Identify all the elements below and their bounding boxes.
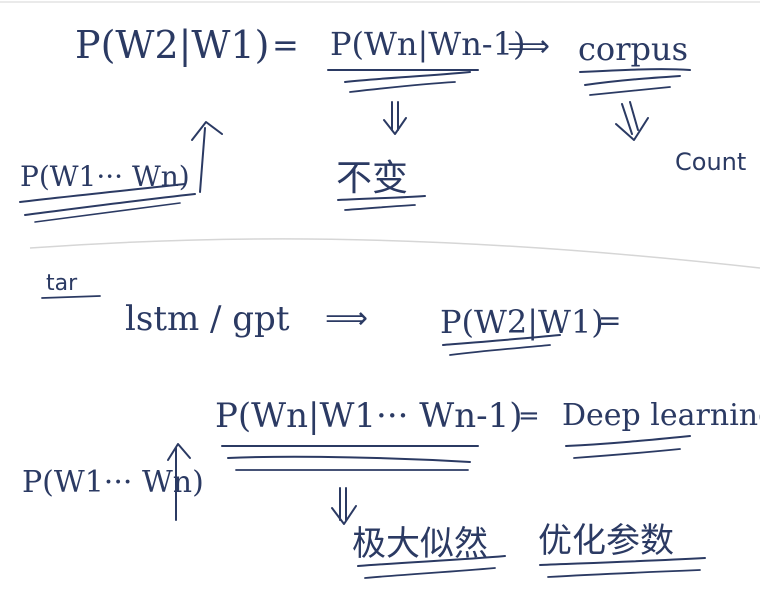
count-label: Count — [675, 148, 746, 176]
section-divider — [29, 238, 760, 269]
unchanged-label: 不变 — [336, 158, 408, 199]
unchanged-underline-2 — [344, 204, 416, 211]
models-label: lstm / gpt — [125, 299, 290, 339]
margin-label: tar — [46, 271, 78, 296]
bottom-implies-arrow: ⟹ — [325, 301, 368, 336]
full-joint-underline-2 — [24, 193, 196, 216]
up-arrow-top — [191, 121, 223, 193]
bigram-underline-1 — [442, 334, 561, 346]
corpus-label: corpus — [578, 30, 688, 68]
margin-label-underline — [41, 295, 101, 299]
conditional-underline-2 — [227, 455, 471, 463]
corpus-underline-2 — [584, 75, 681, 86]
top-full-joint: P(W1··· Wn) — [20, 160, 190, 193]
optimize-label: 优化参数 — [538, 521, 674, 561]
optimize-underline-2 — [547, 569, 701, 578]
bottom-equals-tail: = — [598, 304, 621, 337]
optimize-underline-1 — [539, 557, 706, 566]
corpus-underline-3 — [589, 86, 671, 96]
top-implies-arrow: ⟹ — [507, 29, 550, 64]
deep-learning-label: Deep learning — [562, 398, 760, 433]
down-arrow-corpus — [615, 101, 649, 141]
down-arrow-conditional — [331, 487, 357, 525]
top-lhs-prob: P(W2|W1) — [75, 23, 270, 67]
unchanged-underline-1 — [337, 195, 426, 201]
ngram-underline-3 — [349, 81, 456, 93]
deep-learning-underline-1 — [565, 435, 691, 447]
mle-underline-1 — [357, 555, 506, 567]
top-ngram-prob: P(Wn|Wn-1) — [330, 25, 525, 63]
bottom-full-joint: P(W1··· Wn) — [22, 465, 204, 500]
ngram-underline-2 — [344, 71, 471, 83]
top-equals: = — [272, 26, 299, 64]
conditional-prob: P(Wn|W1··· Wn-1) — [215, 396, 522, 436]
bottom-equals: = — [518, 401, 540, 431]
down-arrow-ngram — [383, 101, 407, 135]
mle-label: 极大似然 — [352, 524, 488, 564]
mle-underline-2 — [364, 567, 496, 579]
bigram-underline-2 — [449, 344, 551, 356]
full-joint-underline-1 — [19, 183, 186, 203]
deep-learning-underline-2 — [573, 448, 681, 459]
full-joint-underline-3 — [34, 202, 181, 223]
bottom-bigram: P(W2|W1) — [440, 303, 604, 341]
corpus-underline-1 — [579, 68, 691, 73]
up-arrow-bottom — [167, 443, 191, 521]
